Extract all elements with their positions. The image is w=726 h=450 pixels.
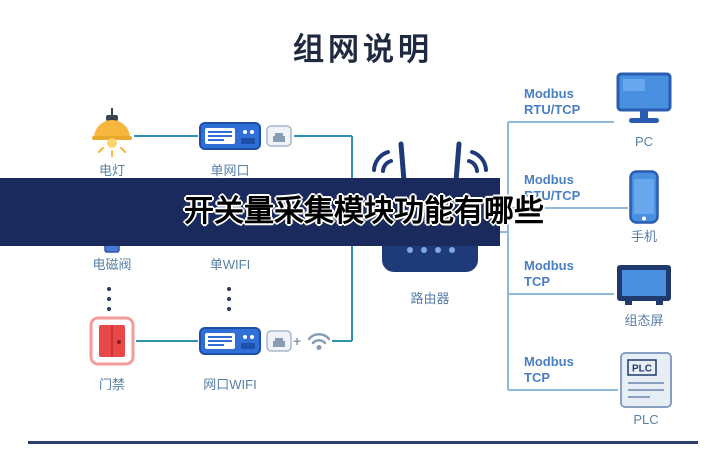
module-single-ethernet-icon (199, 122, 261, 150)
lamp-label: 电灯 (98, 163, 125, 178)
module-single-wifi-label: 单WIFI (209, 257, 251, 272)
access-control-door-icon (89, 316, 135, 366)
module-single-ethernet-label: 单网口 (210, 163, 250, 178)
vertical-ellipsis-icon (107, 284, 111, 314)
valve-label: 电磁阀 (92, 257, 132, 272)
protocol-hmi-line2: TCP (524, 274, 550, 289)
pc-label: PC (634, 134, 654, 149)
phone-label: 手机 (630, 229, 657, 244)
hmi-screen-icon (616, 264, 672, 306)
module-ethernet-wifi-icon (199, 327, 261, 355)
plc-label: PLC (633, 412, 659, 427)
protocol-plc-line1: Modbus (524, 354, 574, 369)
protocol-phone: Modbus RTU/TCP (524, 172, 580, 204)
module-ethernet-wifi-label: 网口WIFI (203, 377, 257, 392)
overlay-banner (0, 178, 500, 246)
lamp-icon (88, 108, 136, 160)
page-title: 组网说明 (293, 32, 433, 67)
vertical-ellipsis-icon (227, 284, 231, 314)
protocol-hmi: Modbus TCP (524, 258, 574, 290)
overlay-headline: 开关量采集模块功能有哪些 (184, 195, 544, 228)
protocol-pc-line2: RTU/TCP (524, 102, 581, 117)
router-label: 路由器 (410, 291, 450, 306)
protocol-plc-line2: TCP (524, 370, 550, 385)
phone-icon (629, 170, 659, 224)
protocol-pc-line1: Modbus (524, 86, 574, 101)
protocol-plc: Modbus TCP (524, 354, 574, 386)
protocol-hmi-line1: Modbus (524, 258, 574, 273)
protocol-pc: Modbus RTU/TCP (524, 86, 580, 118)
ethernet-port-icon (266, 330, 292, 352)
hmi-label: 组态屏 (624, 313, 664, 328)
plc-box-icon: PLC (620, 352, 672, 408)
right-wires (478, 121, 628, 391)
wifi-icon (306, 330, 332, 352)
protocol-phone-line2: RTU/TCP (524, 188, 581, 203)
protocol-phone-line1: Modbus (524, 172, 574, 187)
bottom-divider (28, 441, 698, 444)
pc-monitor-icon (612, 72, 676, 132)
door-label: 门禁 (98, 377, 125, 392)
ethernet-port-icon (266, 125, 292, 147)
plus-sign: + (293, 333, 302, 349)
plc-box-label: PLC (632, 364, 652, 375)
